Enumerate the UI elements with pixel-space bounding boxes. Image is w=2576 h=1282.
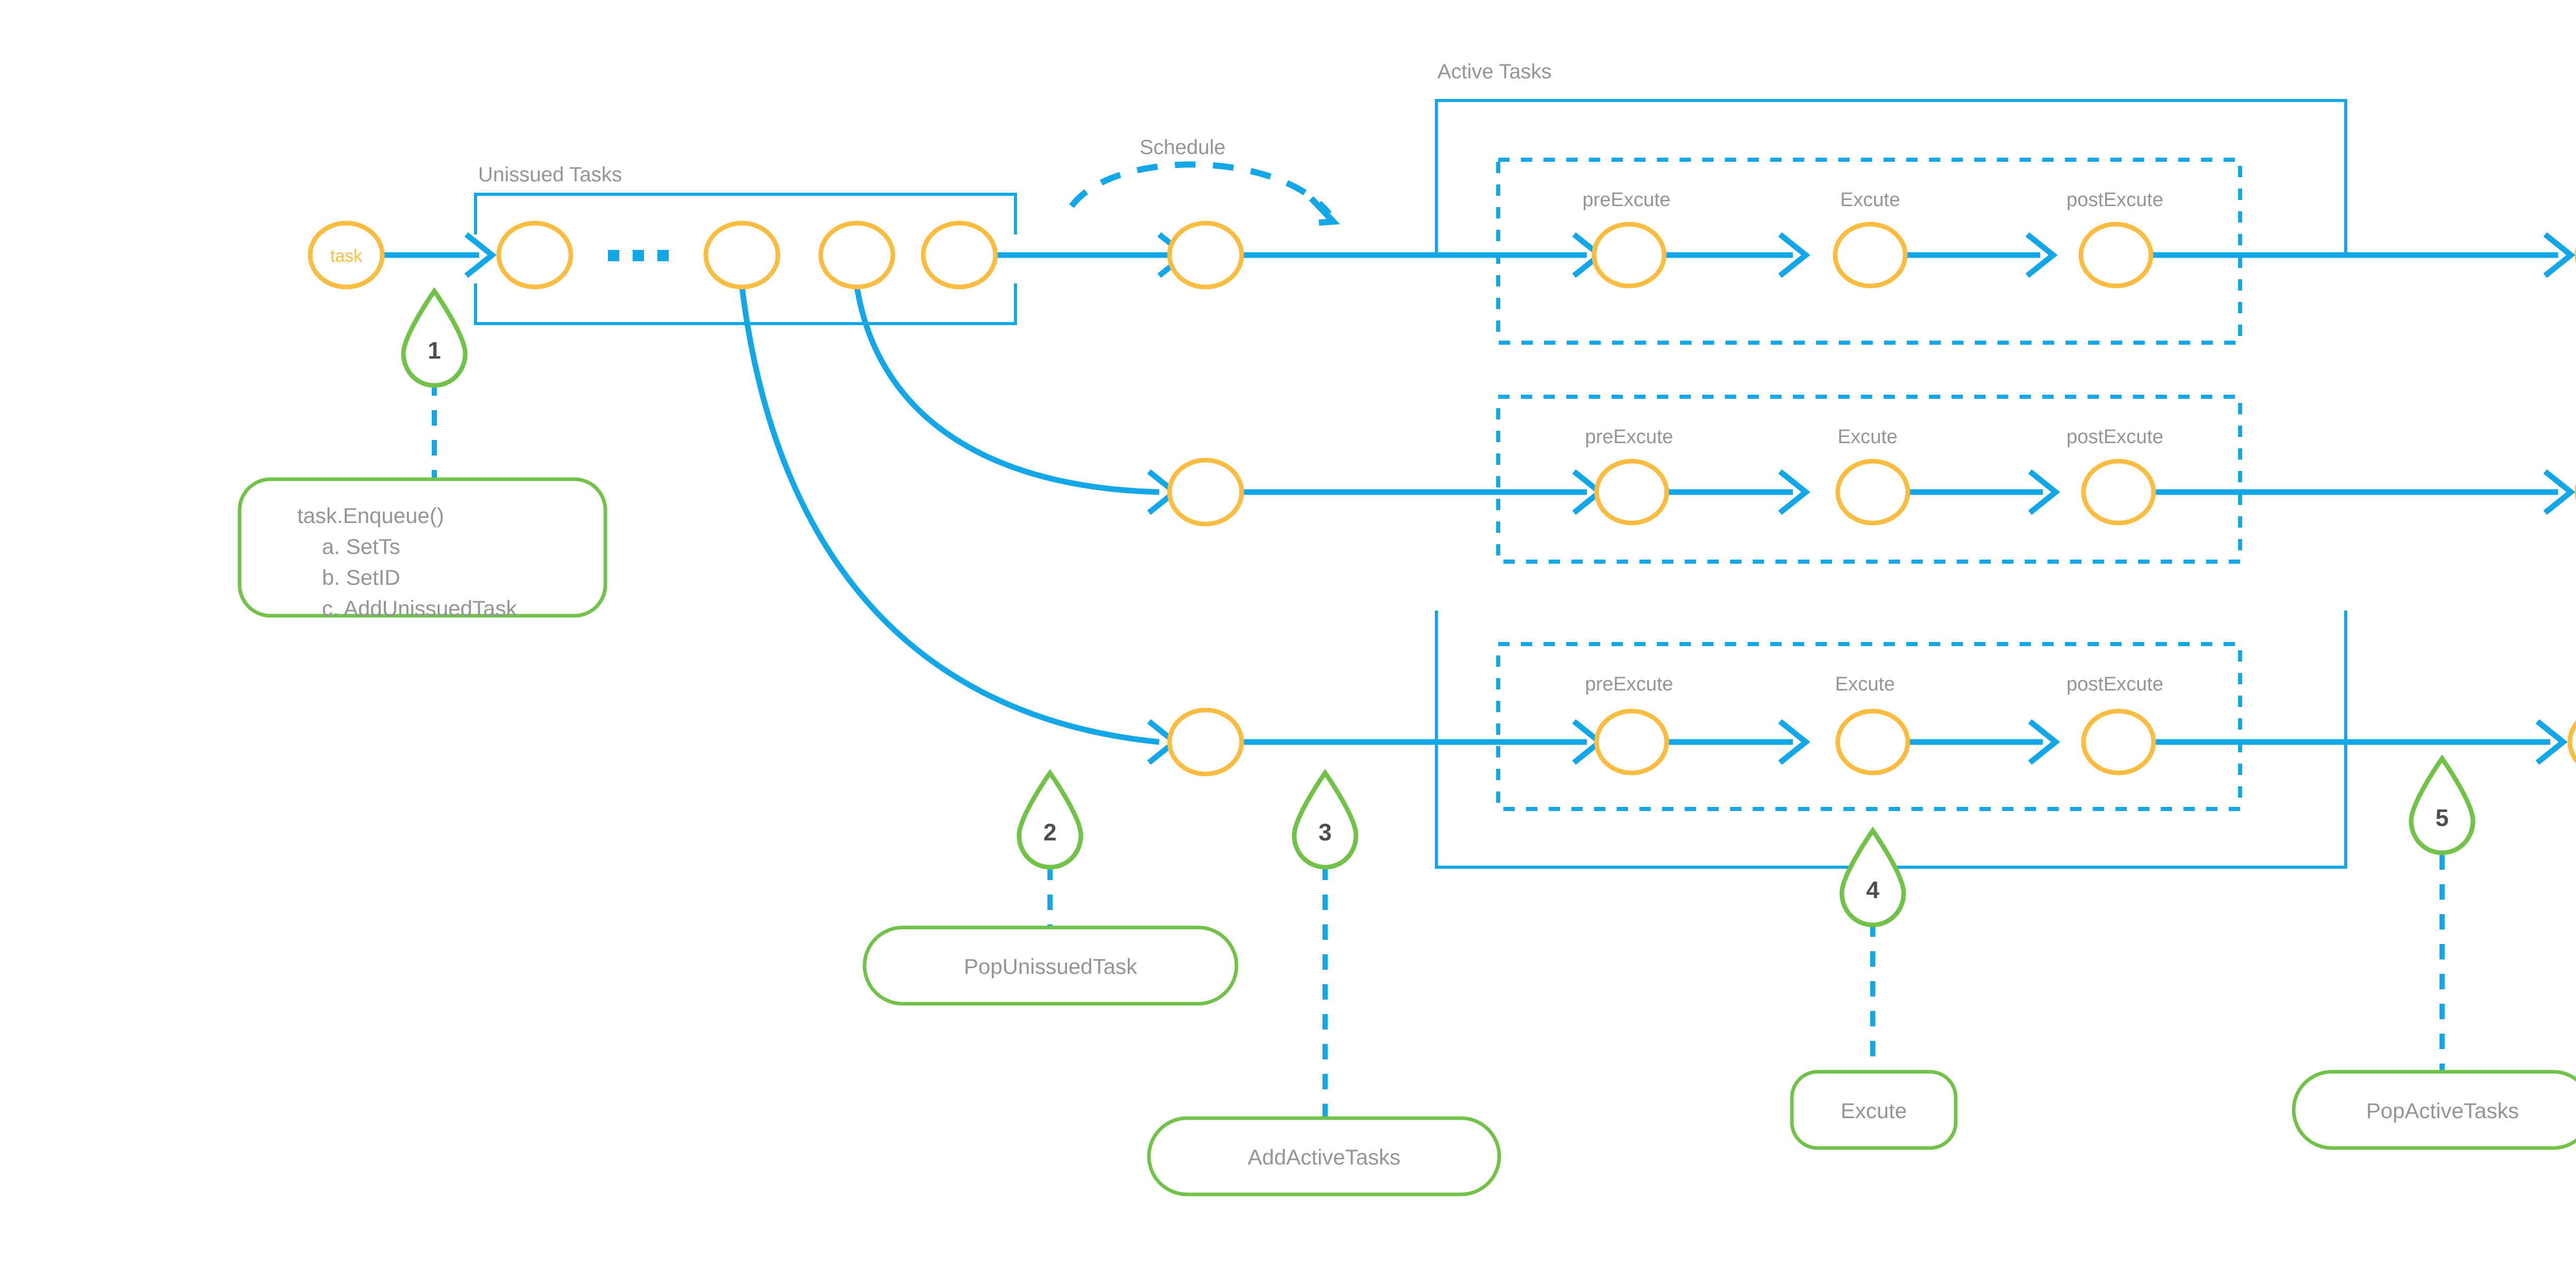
arrowhead-post-to-end-row-1 [2543,232,2575,278]
arrowhead-task-to-unissued [464,232,497,278]
callout-1[interactable]: task.Enqueue() a. SetTs b. SetID c. AddU… [238,477,607,620]
node-row-2-pre-excute[interactable] [1594,459,1669,526]
callout-5-box [2292,1070,2576,1150]
flow-curve-unissued-to-row-3 [739,285,1160,745]
callout-2[interactable]: PopUnissuedTask [862,925,1239,1006]
marker-2[interactable]: 2 [1016,769,1083,870]
callout-5-label: PopActiveTasks [2366,1099,2519,1123]
arrowhead-post-to-end-row-2 [2543,469,2575,515]
callout-4-box [1790,1070,1958,1150]
node-row-2-post-excute[interactable] [2081,459,2156,526]
flow-curve-unissued-to-row-2 [854,285,1160,495]
node-row-1-excute[interactable] [1833,222,1908,289]
stage-label-row-1-exec: Excute [1840,189,1900,211]
stage-label-row-2-post: postExcute [2066,426,2163,448]
stage-label-row-3-exec: Excute [1835,673,1895,695]
callout-5[interactable]: PopActiveTasks [2292,1070,2576,1150]
group-label-schedule: Schedule [1140,136,1226,159]
callout-2-box [862,925,1239,1006]
node-row-1-post-excute[interactable] [2078,222,2154,289]
callout-3-label: AddActiveTasks [1248,1145,1400,1169]
group-label-unissued-tasks: Unissued Tasks [478,163,622,186]
node-row-3-excute[interactable] [1835,709,1910,775]
ellipsis-dot-2 [633,250,644,261]
arrowhead-pre-to-exec-row-2 [1778,469,1810,515]
callout-1-line-2: a. SetTs [322,534,400,559]
node-row-3-end[interactable] [2567,710,2576,774]
node-row-2-excute[interactable] [1835,459,1910,526]
marker-3-shape [1292,769,1359,870]
arrowhead-exec-to-post-row-1 [2025,232,2058,278]
node-schedule-row-1[interactable] [1167,221,1244,290]
stage-label-row-1-pre: preExcute [1582,189,1670,211]
stage-label-row-3-pre: preExcute [1585,673,1673,695]
stage-label-row-3-post: postExcute [2066,673,2163,695]
marker-1-number: 1 [428,337,441,364]
ellipsis-dot-1 [608,250,619,261]
arrowhead-exec-to-post-row-3 [2028,719,2060,765]
marker-2-shape [1016,769,1083,870]
marker-1[interactable]: 1 [401,287,468,388]
node-row-3-post-excute[interactable] [2081,709,2156,775]
callout-3[interactable]: AddActiveTasks [1147,1116,1501,1196]
stage-label-row-2-pre: preExcute [1585,426,1673,448]
arrowhead-schedule-arc [1309,196,1341,226]
node-row-1-pre-excute[interactable] [1591,222,1667,289]
marker-5-shape [2409,754,2476,855]
marker-4-shape [1839,826,1906,927]
marker-5[interactable]: 5 [2409,754,2476,855]
arrowhead-pre-to-exec-row-3 [1778,719,1810,765]
node-task-source-label: task [330,246,363,266]
dashed-arc-schedule [1069,161,1332,216]
bracket-active-top [1435,99,2347,258]
callout-2-label: PopUnissuedTask [964,954,1138,979]
callout-1-line-3: b. SetID [322,565,400,589]
callout-4-label: Excute [1841,1099,1907,1123]
dashed-box-row-1 [1496,158,2242,345]
callout-1-line-1: task.Enqueue() [297,503,444,528]
node-unissued-2[interactable] [703,221,781,290]
node-unissued-1[interactable] [496,221,573,290]
marker-1-shape [401,287,468,388]
node-unissued-3[interactable] [818,221,895,290]
callout-3-box [1147,1116,1501,1196]
stage-label-row-2-exec: Excute [1838,426,1897,448]
node-row-3-pre-excute[interactable] [1594,709,1669,775]
arrowhead-post-to-end-row-3 [2535,719,2568,765]
callout-4[interactable]: Excute [1790,1070,1958,1150]
dashed-box-row-2 [1496,395,2242,564]
dashed-box-row-3 [1496,642,2242,811]
marker-4-number: 4 [1866,876,1879,903]
marker-3[interactable]: 3 [1292,769,1359,870]
callout-1-line-4: c. AddUnissuedTask [322,596,517,620]
node-schedule-row-2[interactable] [1167,458,1244,527]
bracket-unissued-top [474,193,1017,234]
stage-label-row-1-post: postExcute [2066,189,2163,211]
node-schedule-row-3[interactable] [1167,707,1244,777]
node-unissued-4[interactable] [921,221,998,290]
marker-4[interactable]: 4 [1839,826,1906,927]
node-task-source[interactable] [308,221,385,290]
marker-3-number: 3 [1318,819,1332,846]
group-label-active-tasks: Active Tasks [1437,60,1552,83]
arrowhead-pre-to-exec-row-1 [1778,232,1810,278]
callout-1-box [238,477,607,618]
arrowhead-exec-to-post-row-2 [2028,469,2060,515]
marker-2-number: 2 [1043,819,1057,846]
ellipsis-dot-3 [657,250,669,261]
marker-5-number: 5 [2435,804,2449,831]
